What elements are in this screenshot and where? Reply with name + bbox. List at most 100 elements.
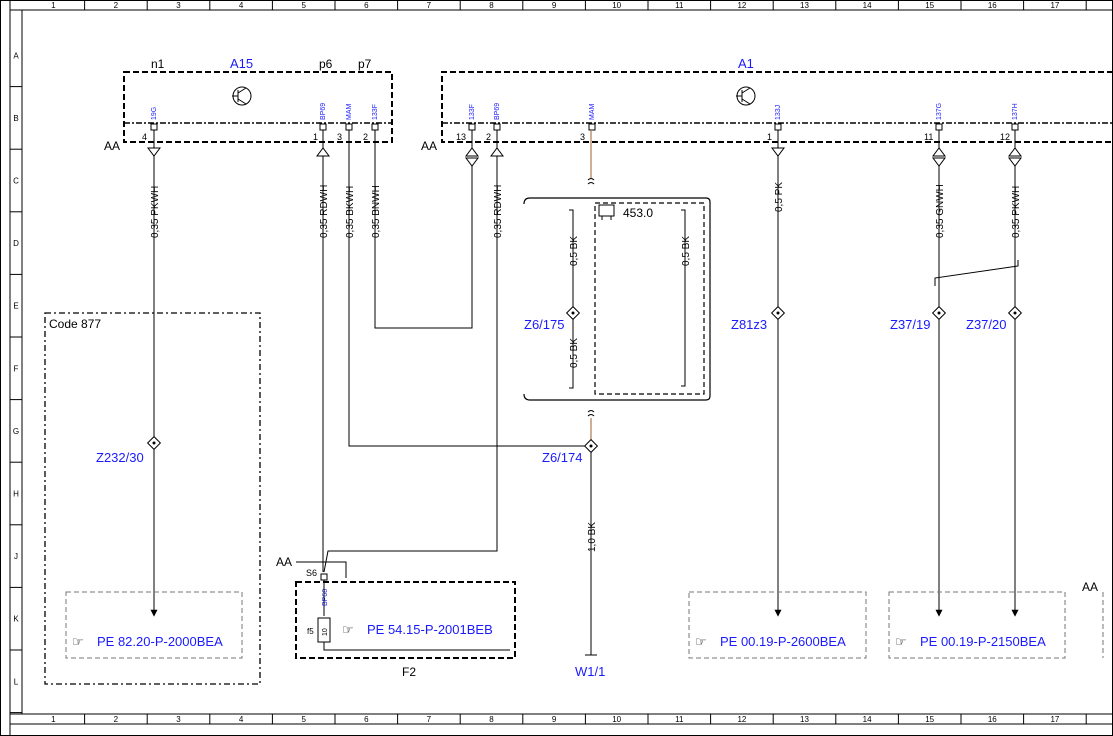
input-triangle-icon [316, 130, 330, 157]
a15-n1-label: n1 [151, 57, 165, 71]
f2-box [295, 581, 516, 659]
grid-column-label: 16 [988, 715, 997, 724]
internal-wire [569, 318, 574, 389]
grid-column-label: 8 [489, 1, 494, 10]
transistor-icon [232, 86, 252, 106]
splice-label: Z37/20 [966, 317, 1006, 332]
input-triangle-icon [490, 130, 504, 157]
grid-column-label: 12 [737, 715, 746, 724]
pointing-hand-icon: ☞ [695, 634, 707, 649]
pin-a1-3: MAM 3 [580, 104, 596, 143]
wire-shield-bracket [934, 260, 1019, 286]
grid-column-label: 9 [552, 715, 557, 724]
pin-number: 1 [767, 132, 772, 142]
f2-pin [320, 573, 328, 581]
splice-labels: Z232/30 Z6/175 Z6/174 Z81z3 Z37/19 Z37/2… [96, 317, 1006, 465]
grid-column-label: 17 [1050, 1, 1059, 10]
output-triangle-icon [771, 130, 785, 157]
grid-row-label: L [14, 677, 19, 686]
reference-box-1: ☞ PE 82.20-P-2000BEA [65, 591, 243, 659]
bidirectional-icon [932, 130, 946, 167]
splice-z6-174 [583, 438, 599, 454]
reference-link[interactable]: PE 00.19-P-2150BEA [920, 634, 1046, 649]
wire-label: 0,35 PKWH [150, 186, 161, 238]
reference-boxes: ☞ PE 82.20-P-2000BEA ☞ PE 54.15-P-2001BE… [65, 591, 1104, 659]
grid-row-label: C [13, 177, 19, 186]
a15-label: A15 [230, 56, 253, 71]
reference-link[interactable]: PE 82.20-P-2000BEA [97, 634, 223, 649]
splice-z232-30 [146, 435, 162, 451]
a15-box [123, 71, 393, 143]
pin-code: 137G [936, 103, 943, 120]
ground-label-a1: AA [421, 139, 437, 153]
pin-number: 13 [456, 132, 466, 142]
wire-label: 1,0 BK [587, 522, 598, 552]
code-877-label: Code 877 [49, 317, 101, 331]
splice-label: Z37/19 [890, 317, 930, 332]
reference-box-2: ☞ PE 54.15-P-2001BEB [342, 622, 493, 637]
pin-code: BP69 [494, 103, 501, 120]
splice-z6-175 [565, 305, 581, 321]
pin-number: 2 [486, 132, 491, 142]
splice-label: Z6/174 [542, 450, 582, 465]
splice-label: Z232/30 [96, 450, 144, 465]
grid-row-label: G [13, 427, 19, 436]
grid-row-label: E [13, 302, 18, 311]
f2-terminal-label: S6 [306, 568, 317, 578]
grid-column-label: 11 [675, 1, 684, 10]
grid-column-label: 7 [427, 1, 432, 10]
pointing-hand-icon: ☞ [342, 622, 354, 637]
wires [150, 130, 1019, 656]
grid-column-label: 15 [925, 715, 934, 724]
connector-453-label: 453.0 [623, 206, 653, 220]
connector-plug-icon [598, 204, 615, 220]
grid-column-label: 11 [675, 715, 684, 724]
grid-column-label: 10 [612, 1, 621, 10]
pointing-hand-icon: ☞ [72, 634, 84, 649]
pin-code: BP69 [320, 103, 327, 120]
grid-row-label: J [14, 552, 18, 561]
a1-label: A1 [738, 56, 754, 71]
splice-label: Z81z3 [731, 317, 767, 332]
grid-column-label: 5 [301, 1, 306, 10]
wire-labels: 0,35 PKWH 0,35 RDWH 0,35 BKWH 0,35 BNWH … [150, 182, 1022, 552]
f2-label: F2 [402, 665, 416, 679]
grid-column-label: 5 [301, 715, 306, 724]
grid-column-label: 6 [364, 715, 369, 724]
reference-box-3: ☞ PE 00.19-P-2600BEA [688, 591, 867, 659]
wire-label: 0,5 PK [774, 182, 785, 212]
a15-module: A15 n1 p6 p7 [123, 56, 393, 143]
pin-code: 133F [372, 104, 379, 120]
grid-row-label: A [13, 51, 19, 60]
wire-label: 0,5 BK [569, 338, 580, 368]
bidirectional-icon [1008, 130, 1022, 167]
fuse-label: f5 [307, 627, 314, 636]
a15-p7-label: p7 [358, 57, 372, 71]
internal-wire [569, 209, 574, 308]
grid-row-label: K [13, 615, 19, 624]
reference-link[interactable]: PE 54.15-P-2001BEB [367, 622, 493, 637]
wire-label: 0,35 RDWH [319, 185, 330, 238]
ground-point-label: W1/1 [575, 664, 605, 679]
splice-z81z3 [770, 305, 786, 321]
wire-breaks [587, 178, 595, 417]
grid-row-label: D [13, 239, 19, 248]
reference-box-4: ☞ PE 00.19-P-2150BEA [888, 591, 1066, 659]
f2-terminal-bracket [296, 561, 347, 578]
transistor-icon [736, 86, 756, 106]
code-877-box [44, 312, 261, 685]
pin-code: MAM [589, 104, 596, 121]
splice-z37-20 [1007, 305, 1023, 321]
grid-column-label: 2 [114, 715, 119, 724]
grid-column-label: 16 [988, 1, 997, 10]
grid-column-label: 3 [176, 1, 181, 10]
reference-link[interactable]: PE 00.19-P-2600BEA [720, 634, 846, 649]
pin-a15-4: 19G 4 [142, 107, 158, 142]
splice-points [146, 305, 1023, 454]
grid-column-label: 7 [427, 715, 432, 724]
ground-label-f2: AA [276, 555, 292, 569]
pin-code: 133F [469, 104, 476, 120]
